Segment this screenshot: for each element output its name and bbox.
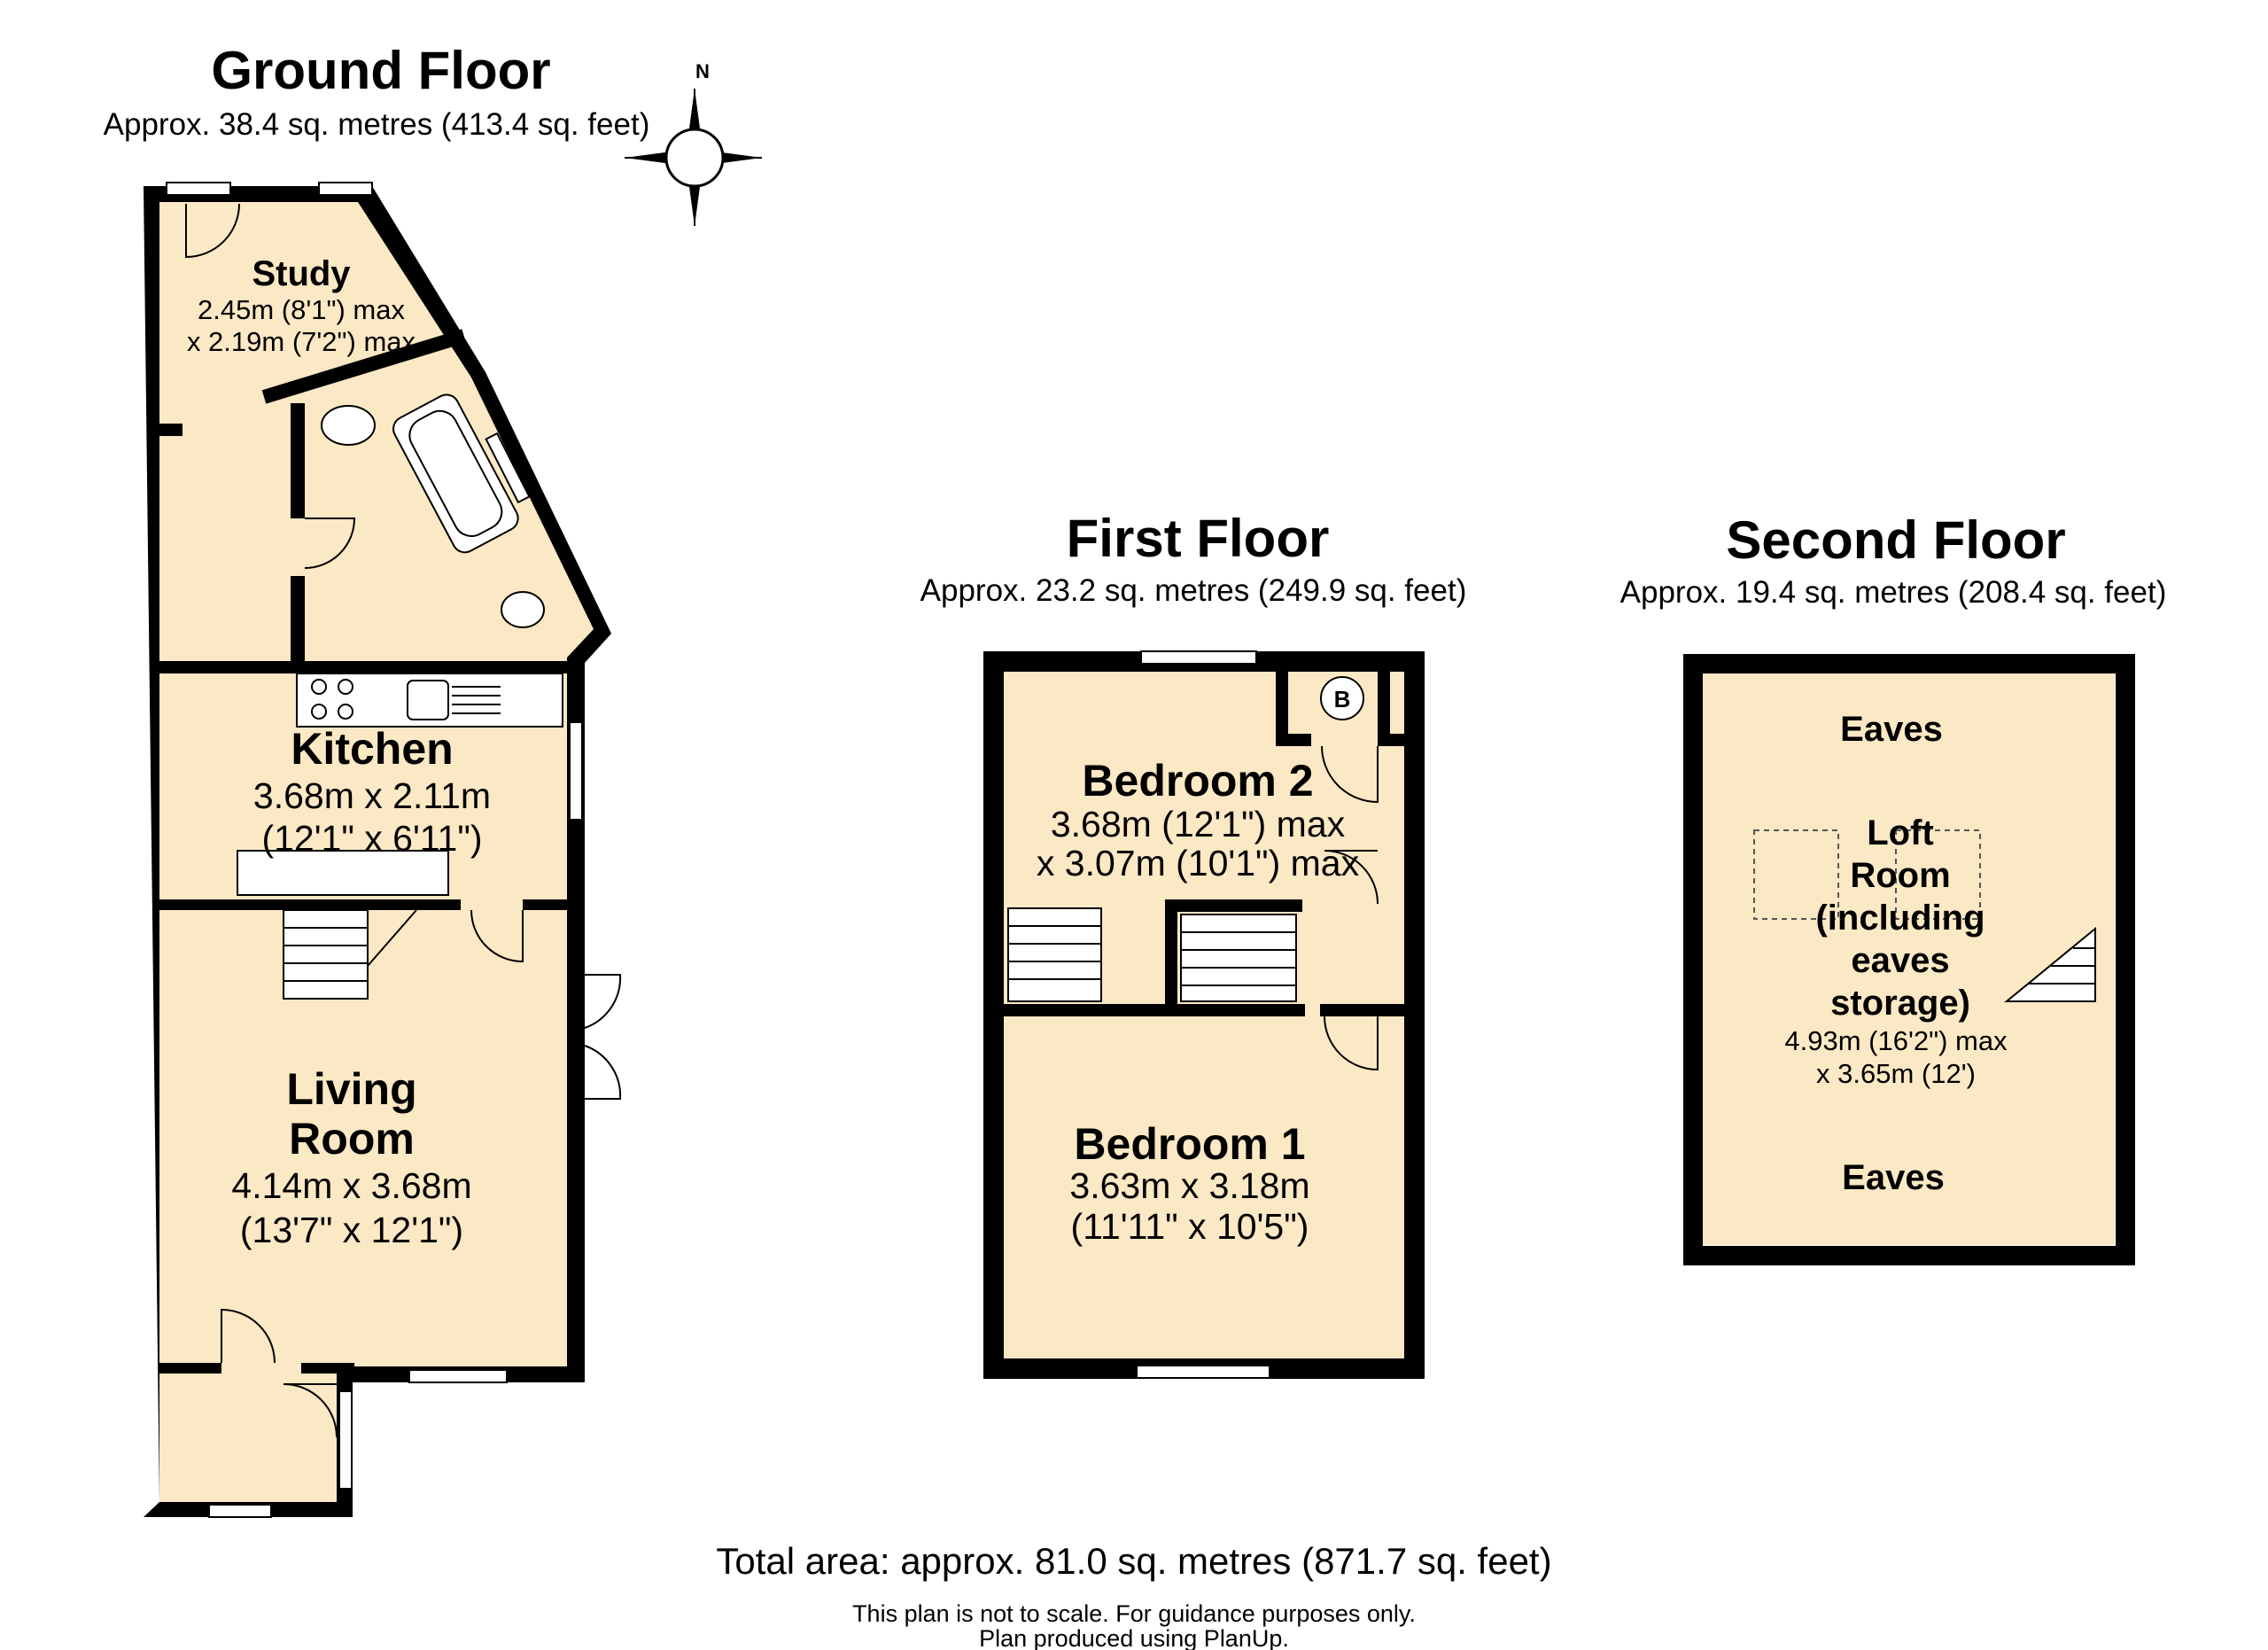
drainer-icon [452,686,501,714]
loft-stairs [2004,926,2096,1002]
skylight-2 [1895,829,1981,920]
bedroom1-dim-1: 3.63m x 3.18m [1069,1165,1309,1206]
stair-wall-left [1165,899,1177,1010]
loft-dim-1: 4.93m (16'2") max [1784,1025,2008,1056]
skylight-1 [1753,829,1839,920]
disclaimer: This plan is not to scale. For guidance … [852,1600,1416,1627]
ground-floor [144,182,622,1518]
living-room-dim-2: (13'7" x 12'1") [240,1210,463,1250]
second-floor-area: Approx. 19.4 sq. metres (208.4 sq. feet) [1620,575,2167,610]
bedroom2-dim-2: x 3.07m (10'1") max [1037,843,1360,883]
second-floor [1683,654,2135,1265]
bedroom2-name: Bedroom 2 [1082,756,1313,806]
kitchen-wall-top [159,661,567,673]
basin-icon [321,405,376,446]
first-windows [1136,650,1270,1379]
ground-floor-area: Approx. 38.4 sq. metres (413.4 sq. feet) [104,107,650,142]
bedroom1-dim-2: (11'11" x 10'5") [1071,1206,1309,1247]
living-room-dim-1: 4.14m x 3.68m [231,1165,471,1206]
compass-icon [625,89,762,226]
second-floor-title: Second Floor [1726,510,2065,570]
eaves-top-label: Eaves [1840,710,1943,749]
ground-windows [166,182,583,1518]
first-stairs [1007,907,1297,1002]
hob-icon [311,679,353,720]
cupboard-wall-left [1276,669,1288,740]
cupboard-wall-bottom [1276,734,1311,746]
loft-name-line-4: eaves [1851,941,1949,980]
porch-wall-left [159,1363,221,1374]
toilet-icon [501,591,545,628]
porch-wall-right [301,1363,354,1374]
bathroom-wall-top [261,329,467,404]
bathroom-wall-left-lower [291,576,305,665]
ground-doors [185,203,622,1438]
bedroom1-name: Bedroom 1 [1074,1119,1305,1169]
first-floor-title: First Floor [1067,509,1330,568]
eaves-bottom-label: Eaves [1842,1158,1945,1197]
ground-stairs [283,909,417,1000]
living-room-name-2: Room [289,1114,415,1164]
produced-by: Plan produced using PlanUp. [979,1625,1289,1650]
kitchen-living-wall-right [523,899,567,910]
second-floor-fill [1703,673,2115,1245]
living-room-name-1: Living [286,1064,416,1114]
first-doors [1321,745,1379,1071]
total-area: Total area: approx. 81.0 sq. metres (871… [716,1540,1551,1582]
bath-icon [392,393,519,554]
study-dim-2: x 2.19m (7'2") max [187,326,416,357]
landing-wall [1004,1004,1305,1016]
study-dim-1: 2.45m (8'1") max [198,294,405,325]
bathroom-wall-left-upper [291,403,305,518]
loft-name-line-2: Room [1850,856,1950,895]
study-name: Study [252,254,351,293]
bedroom2-dim-1: 3.68m (12'1") max [1051,804,1346,844]
first-floor-area: Approx. 23.2 sq. metres (249.9 sq. feet) [920,573,1467,608]
kitchen-name: Kitchen [291,724,453,774]
kitchen-living-wall-left [159,899,461,910]
landing-wall-right [1320,1004,1404,1016]
compass-north-label: N [695,60,710,82]
loft-name-line-3: (including [1815,899,1984,938]
kitchen-unit [237,850,449,896]
boiler-icon [1320,676,1364,720]
boiler-label: B [1334,686,1351,712]
study-stub-wall [159,424,183,436]
cupboard-wall-side [1378,669,1390,744]
sink-icon [407,680,449,720]
kitchen-dim-2: (12'1" x 6'11") [261,818,482,859]
ground-floor-title: Ground Floor [211,41,550,100]
loft-dim-2: x 3.65m (12') [1816,1058,1976,1089]
stair-wall-top [1165,899,1302,912]
kitchen-dim-1: 3.68m x 2.11m [253,775,491,816]
loft-name-line-1: Loft [1867,813,1934,852]
loft-name-line-5: storage) [1830,984,1970,1023]
first-floor: B [983,650,1425,1379]
